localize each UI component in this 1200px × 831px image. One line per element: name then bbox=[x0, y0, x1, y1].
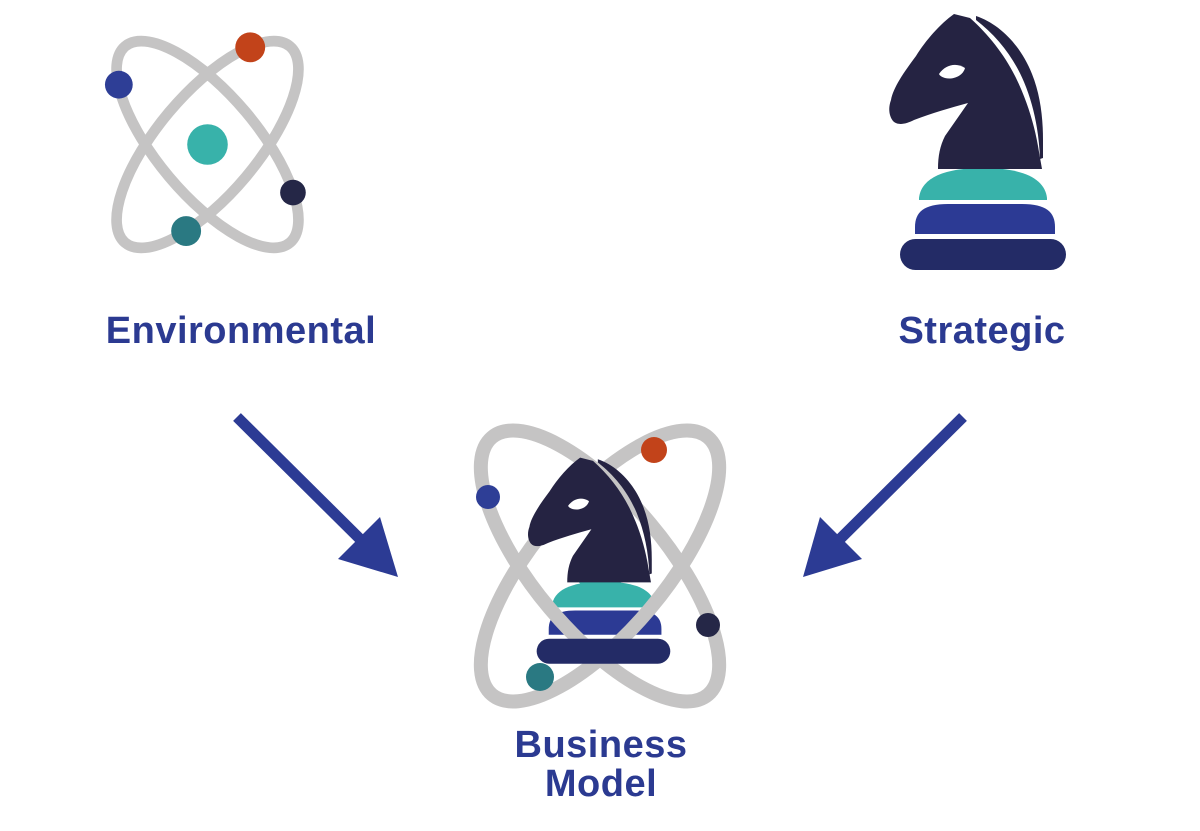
atom-icon bbox=[90, 27, 325, 262]
chess-knight-icon bbox=[889, 14, 1066, 270]
electron-blue bbox=[104, 70, 133, 99]
electron-orange bbox=[235, 32, 266, 63]
business-model-label: Business Model bbox=[451, 726, 751, 804]
electron-teal bbox=[171, 216, 202, 246]
orbit-ellipses bbox=[90, 27, 325, 262]
knight-base-top bbox=[915, 168, 1055, 234]
environmental-label: Environmental bbox=[105, 310, 377, 352]
knight-base-bottom bbox=[536, 638, 671, 664]
arrow-strategic-to-business-model bbox=[803, 413, 967, 577]
electron-blue bbox=[476, 485, 500, 509]
knight-head bbox=[528, 457, 652, 583]
electron-navy bbox=[280, 179, 306, 206]
business-model-label-line2: Model bbox=[544, 763, 658, 805]
electron-orange bbox=[641, 437, 667, 463]
strategic-label: Strategic bbox=[898, 310, 1066, 352]
electron-navy bbox=[696, 613, 720, 637]
electron-teal bbox=[526, 663, 554, 691]
atom-knight-combined-icon bbox=[437, 403, 763, 729]
knight-head bbox=[889, 14, 1043, 169]
arrow-environmental-to-business-model bbox=[233, 413, 398, 577]
knight-base-bottom bbox=[900, 239, 1066, 270]
business-model-label-line1: Business bbox=[514, 724, 688, 766]
